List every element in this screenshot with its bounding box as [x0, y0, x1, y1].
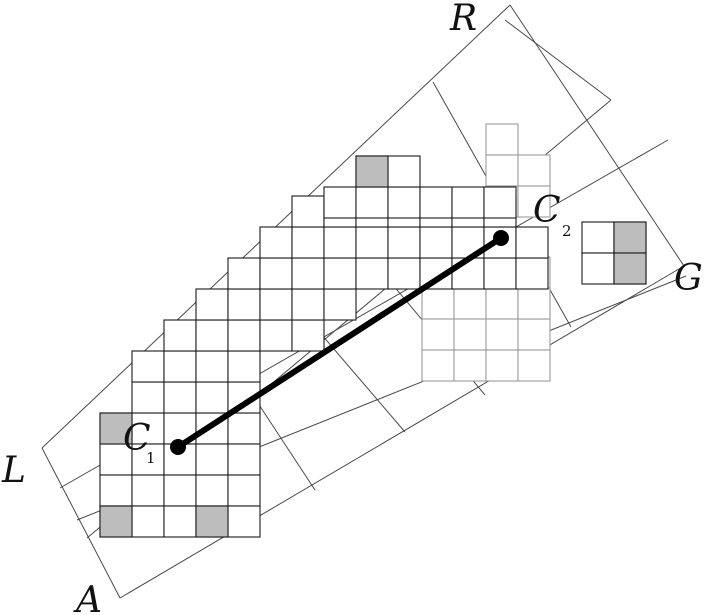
grid-cell — [195, 319, 229, 352]
grid-cell — [131, 350, 165, 383]
grid-cell — [227, 505, 261, 538]
frame-line — [41, 447, 121, 599]
faint-grid-cell — [453, 349, 487, 382]
grid-cell — [99, 443, 133, 476]
faint-grid-cell — [453, 287, 487, 320]
label-c2-subscript: 2 — [562, 222, 572, 240]
grid-cell — [581, 252, 615, 285]
grid-cell — [355, 226, 389, 259]
label-l: L — [1, 450, 26, 491]
grid-cell — [163, 350, 197, 383]
shaded-grid-cell — [613, 221, 647, 254]
grid-cell — [227, 443, 261, 476]
grid-cell — [387, 257, 421, 290]
faint-grid-cell — [421, 318, 455, 351]
faint-grid-cell — [421, 287, 455, 320]
faint-grid-cell — [517, 349, 551, 382]
grid-cell — [131, 505, 165, 538]
grid-cell — [163, 319, 197, 352]
faint-grid-cell — [485, 318, 519, 351]
grid-cell — [387, 186, 421, 219]
label-a: A — [73, 580, 102, 615]
grid-cell — [291, 319, 325, 352]
grid-cell — [291, 288, 325, 321]
c1-point — [170, 439, 186, 455]
grid-cell — [259, 288, 293, 321]
c2-point — [493, 230, 509, 246]
grid-cell — [195, 443, 229, 476]
shaded-grid-cell — [613, 252, 647, 285]
grid-cell — [195, 288, 229, 321]
label-c1-subscript: 1 — [146, 449, 156, 467]
frame-line — [509, 4, 685, 267]
grid-cell — [355, 186, 389, 219]
connector-group — [170, 230, 509, 455]
faint-grid-cell — [485, 154, 519, 187]
grid-cell — [323, 288, 357, 321]
grid-cell — [515, 226, 549, 259]
shaded-grid-cell — [195, 505, 229, 538]
grid-cell — [259, 226, 293, 259]
faint-grid-cell — [517, 287, 551, 320]
faint-grid-cell — [421, 349, 455, 382]
faint-grid-cell — [485, 287, 519, 320]
grid-cell — [227, 412, 261, 445]
grid-cell — [131, 381, 165, 414]
grid-cell — [227, 319, 261, 352]
grid-cell — [581, 221, 615, 254]
grid-cell — [131, 474, 165, 507]
grid-cell — [259, 257, 293, 290]
frame-line — [119, 265, 685, 599]
grid-cell — [515, 257, 549, 290]
label-r: R — [449, 0, 477, 39]
faint-grid-cell — [485, 123, 519, 156]
grid-cell — [227, 474, 261, 507]
grid-cell — [355, 257, 389, 290]
grid-cell — [323, 226, 357, 259]
faint-grid-cell — [517, 154, 551, 187]
shaded-grid-cell — [355, 155, 389, 188]
grid-cell — [195, 350, 229, 383]
grid-cell — [163, 381, 197, 414]
grid-cell — [195, 474, 229, 507]
grid-cell — [163, 474, 197, 507]
grid-cell — [291, 226, 325, 259]
grid-cell — [483, 257, 517, 290]
grid-cell — [451, 186, 485, 219]
grid-cell — [227, 350, 261, 383]
grid-cell — [259, 319, 293, 352]
faint-grid-cell — [517, 185, 551, 218]
label-c1: C — [123, 418, 151, 459]
grid-cell — [419, 186, 453, 219]
grid-cell — [483, 186, 517, 219]
label-g: G — [674, 258, 703, 299]
grid-cell — [419, 226, 453, 259]
frame-line — [504, 19, 612, 101]
faint-cell-group — [421, 123, 551, 382]
shaded-grid-cell — [99, 505, 133, 538]
grid-cell — [323, 186, 357, 219]
shaded-grid-cell — [99, 412, 133, 445]
grid-cell — [291, 195, 325, 228]
grid-cell — [99, 474, 133, 507]
label-c2: C — [533, 190, 561, 231]
connector-line — [175, 235, 504, 450]
faint-grid-cell — [485, 349, 519, 382]
grid-cell — [227, 288, 261, 321]
grid-cell — [195, 381, 229, 414]
grid-cell — [387, 155, 421, 188]
grid-cell — [163, 505, 197, 538]
faint-grid-cell — [517, 318, 551, 351]
grid-cell — [387, 226, 421, 259]
faint-grid-cell — [453, 318, 487, 351]
grid-cell — [323, 257, 357, 290]
cell-group — [99, 155, 647, 538]
grid-cell — [291, 257, 325, 290]
grid-cell — [227, 257, 261, 290]
